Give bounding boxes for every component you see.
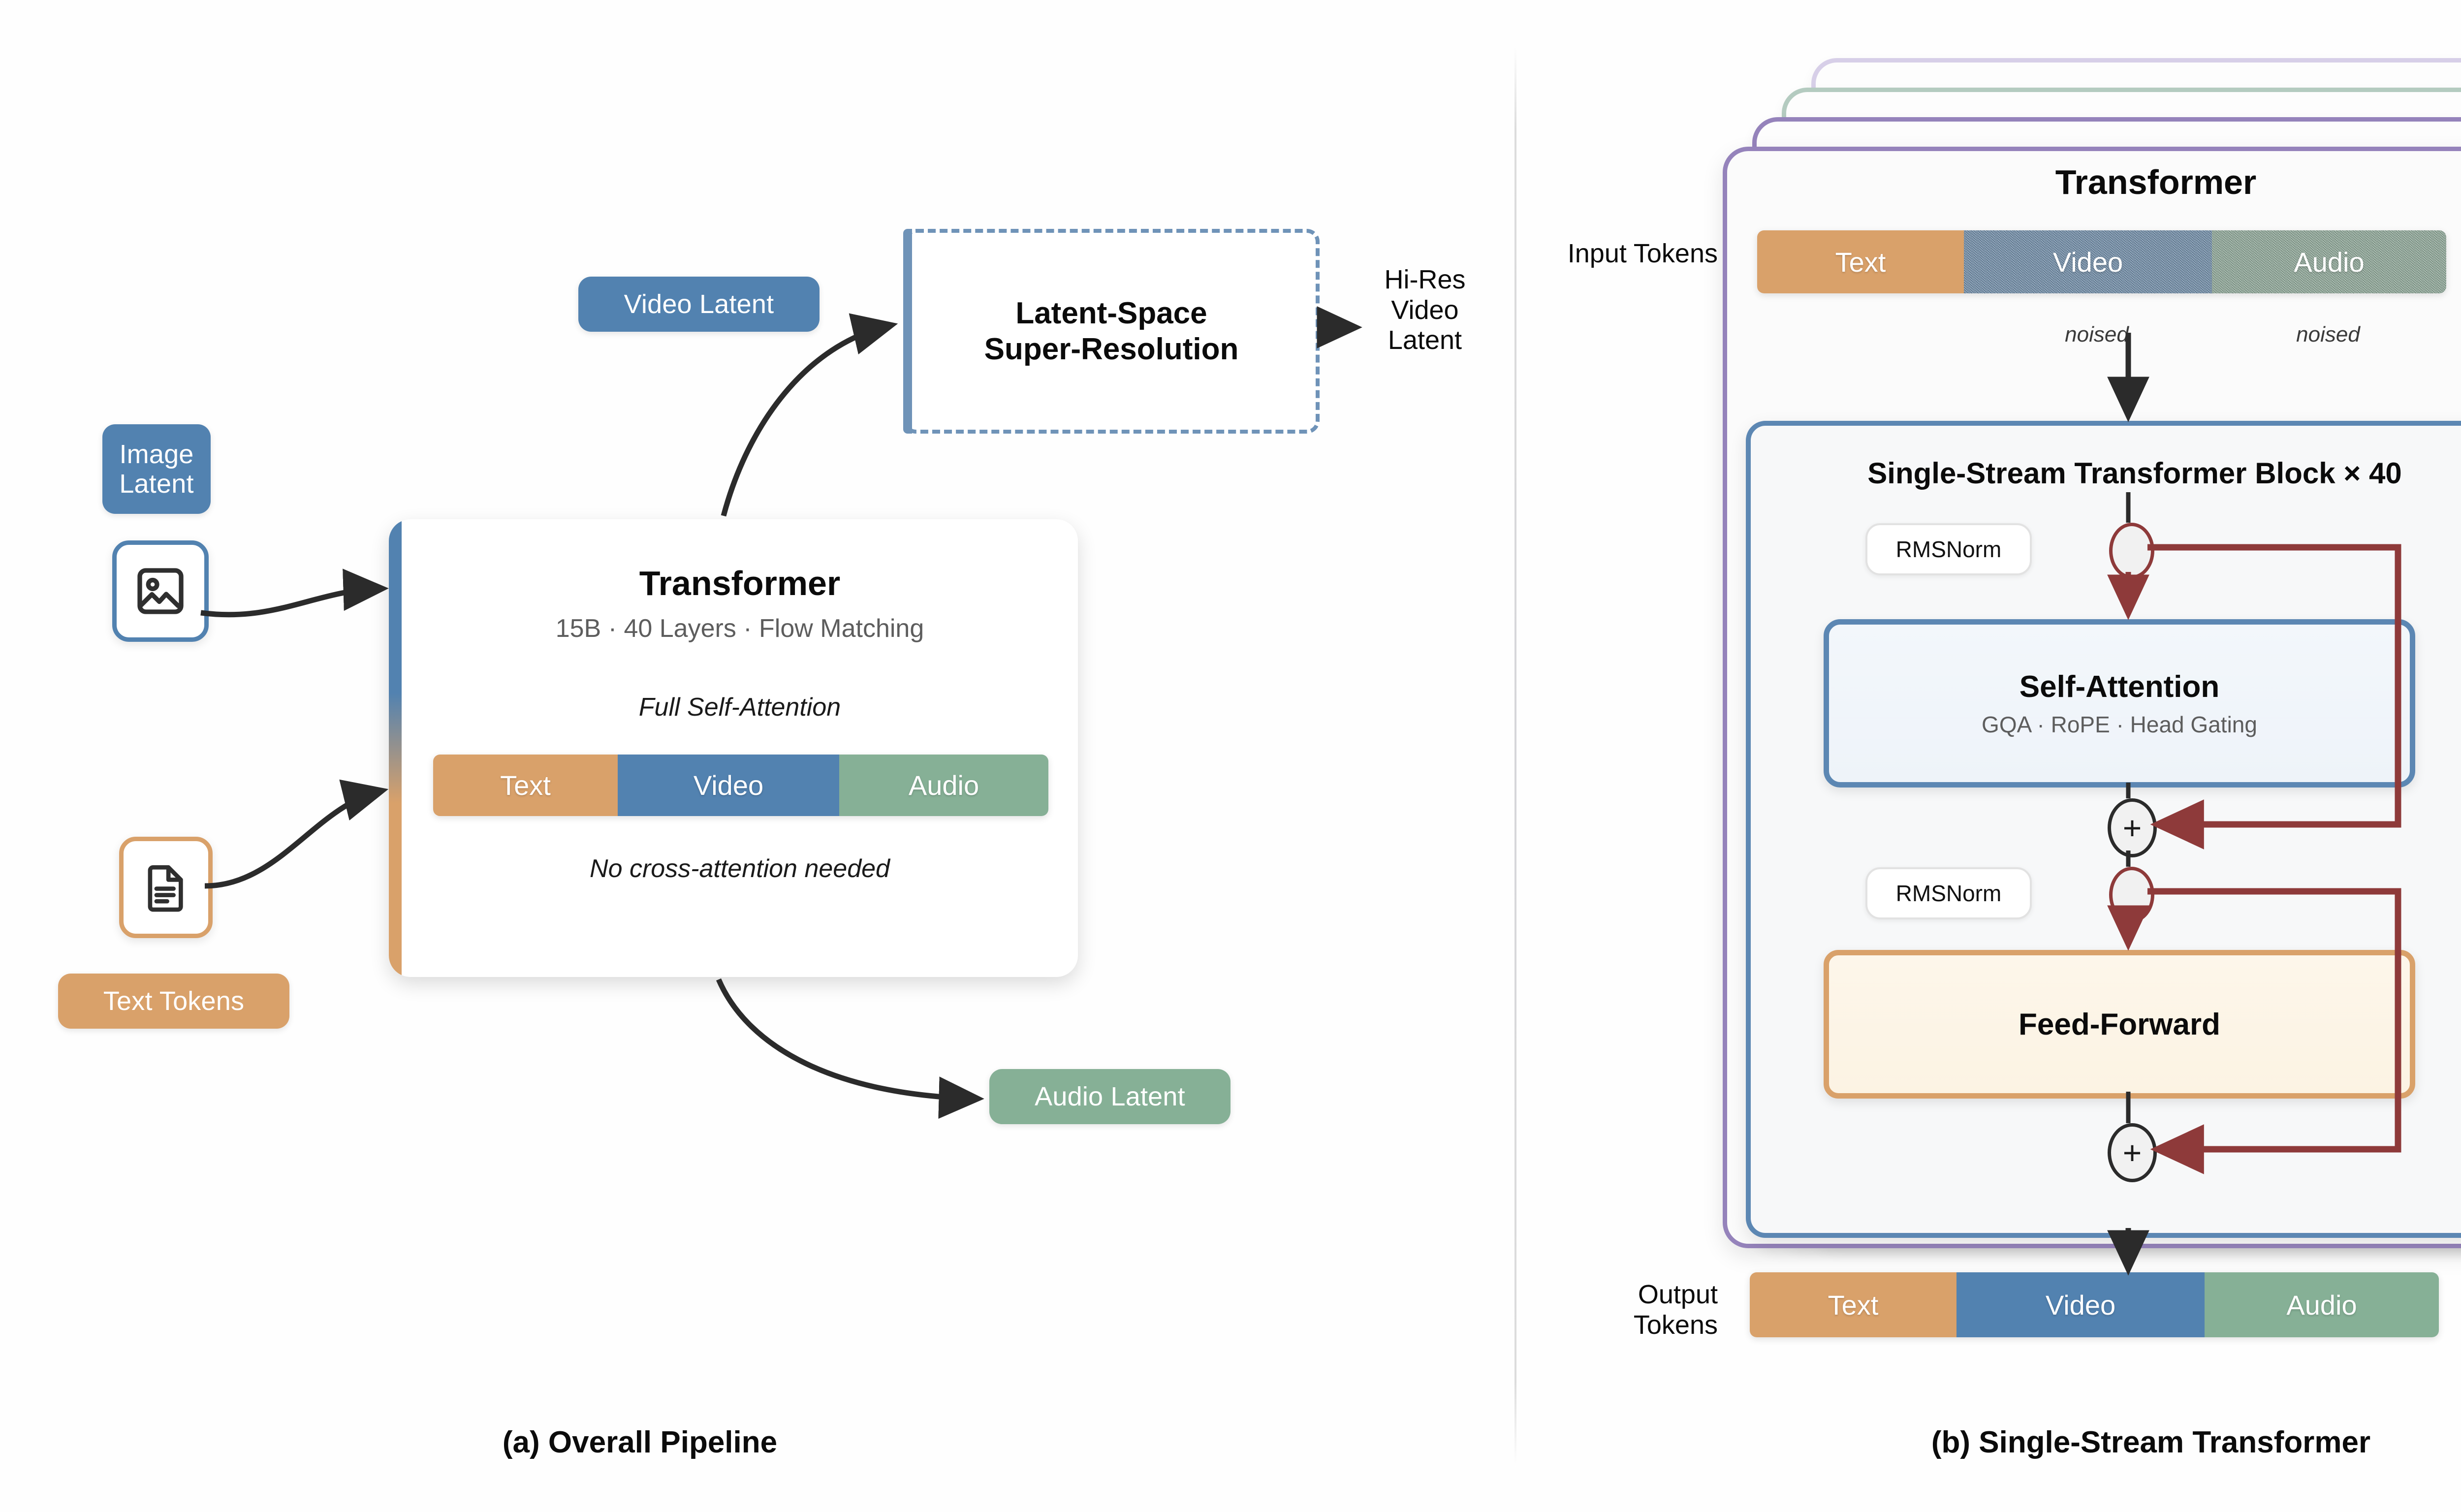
super-resolution-line2: Super-Resolution [984,332,1239,366]
text-tokens-badge: Text Tokens [58,974,289,1029]
output-token-video: Video [1956,1272,2205,1337]
arrow-image-to-transformer [200,568,389,618]
audio-latent-badge-label: Audio Latent [1035,1081,1185,1111]
rmsnorm-chip-2: RMSNorm [1865,867,2032,919]
pipeline-full-self-attention-note: Full Self-Attention [638,693,841,722]
image-latent-badge: Image Latent [102,424,211,514]
feed-forward-box: Feed-Forward [1824,950,2415,1099]
input-token-bar: Text Video Audio [1757,230,2446,293]
norm-node-1 [2109,523,2154,579]
super-resolution-accent-bar [903,229,912,434]
pipeline-transformer-card: Transformer 15B · 40 Layers · Flow Match… [389,519,1078,977]
self-attention-box: Self-Attention GQA · RoPE · Head Gating [1824,619,2415,788]
pipeline-token-bar: Text Video Audio [433,755,1048,816]
picture-icon [137,568,184,614]
residual-add-node-1-symbol: + [2122,810,2142,846]
pipeline-transformer-subtitle: 15B · 40 Layers · Flow Matching [555,614,924,643]
input-token-video: Video [1964,230,2212,293]
panel-divider [1514,44,1516,1467]
rmsnorm-chip-1: RMSNorm [1865,523,2032,575]
single-stream-block-title: Single-Stream Transformer Block × 40 [1867,457,2402,490]
audio-latent-badge: Audio Latent [989,1069,1230,1124]
output-token-bar: Text Video Audio [1750,1272,2439,1337]
right-panel-title: Transformer [2055,163,2257,201]
image-icon-frame [112,540,209,642]
video-latent-badge-label: Video Latent [624,289,774,319]
pipeline-token-video: Video [618,755,839,816]
residual-add-node-1: + [2108,798,2157,857]
hires-video-latent-label: Hi-Res Video Latent [1384,265,1466,355]
right-panel-caption: (b) Single-Stream Transformer [1931,1425,2371,1459]
output-tokens-label: Output Tokens [1633,1280,1718,1340]
image-latent-badge-label: Image Latent [119,439,194,499]
arrow-transformer-to-audio [716,978,984,1119]
rmsnorm-chip-2-label: RMSNorm [1895,881,2002,906]
arrow-text-to-transformer [204,779,389,889]
video-latent-badge: Video Latent [578,277,820,332]
norm-node-2 [2109,867,2154,923]
text-tokens-badge-label: Text Tokens [103,986,245,1016]
input-token-audio: Audio [2212,230,2446,293]
rmsnorm-chip-1-label: RMSNorm [1895,536,2002,562]
output-token-audio: Audio [2205,1272,2439,1337]
super-resolution-line1: Latent-Space [1015,296,1207,330]
residual-add-node-2: + [2108,1123,2157,1182]
single-stream-block-card: Single-Stream Transformer Block × 40 [1746,421,2461,1238]
input-token-text: Text [1757,230,1964,293]
noised-label-video: noised [2065,322,2129,346]
input-tokens-label: Input Tokens [1567,239,1718,268]
feed-forward-title: Feed-Forward [2019,1007,2220,1041]
residual-add-node-2-symbol: + [2122,1134,2142,1171]
arrow-transformer-to-superres [721,313,898,517]
pipeline-transformer-accent-bar [389,519,402,977]
noised-label-audio: noised [2296,322,2360,346]
self-attention-subtitle: GQA · RoPE · Head Gating [1982,711,2257,737]
text-icon-frame [119,837,213,938]
self-attention-title: Self-Attention [2019,669,2220,704]
left-panel-caption: (a) Overall Pipeline [502,1425,778,1459]
output-token-text: Text [1750,1272,1956,1337]
pipeline-token-audio: Audio [839,755,1048,816]
super-resolution-box: Latent-Space Super-Resolution [903,229,1320,434]
super-resolution-title: Latent-Space Super-Resolution [984,295,1239,367]
document-icon [148,865,183,912]
pipeline-token-text: Text [433,755,618,816]
pipeline-transformer-title: Transformer [639,564,841,602]
pipeline-no-cross-attention-note: No cross-attention needed [590,854,890,883]
